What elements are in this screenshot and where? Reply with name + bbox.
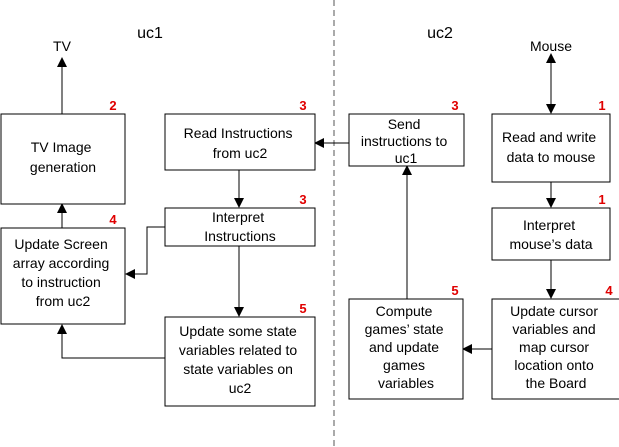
box-interpret-instructions	[164, 207, 316, 247]
tv-label: TV	[53, 38, 72, 54]
section-title-uc1: uc1	[137, 25, 163, 42]
line: from uc2	[36, 293, 91, 309]
text-interpret-instructions: Interpret Instructions	[204, 209, 276, 244]
line: Update cursor	[510, 303, 598, 319]
line: Interpret	[212, 209, 264, 225]
line: Read and write	[502, 129, 596, 145]
num-send-instructions: 3	[451, 98, 458, 113]
num-update-cursor: 4	[605, 283, 613, 298]
num-interpret-instructions: 3	[299, 192, 306, 207]
line: the Board	[526, 375, 587, 391]
line: uc1	[395, 150, 418, 166]
box-update-state	[164, 316, 316, 407]
line: Send	[388, 116, 421, 132]
text-send-instructions: Send instructions to uc1	[361, 116, 451, 166]
line: Instructions	[204, 228, 276, 244]
line: and update	[369, 339, 439, 355]
text-read-write-mouse: Read and write data to mouse	[502, 129, 600, 165]
line: Interpret	[523, 217, 575, 233]
connectors	[57, 53, 556, 359]
box-update-cursor	[491, 298, 619, 400]
line: data to mouse	[507, 149, 596, 165]
line: variables and	[512, 321, 595, 337]
box-interpret-mouse	[491, 207, 611, 261]
box-compute-games	[348, 298, 464, 400]
line: variables related to	[179, 342, 298, 358]
text-compute-games: Compute games’ state and update games va…	[365, 303, 448, 391]
line: Compute	[376, 303, 433, 319]
arrow-interpret-to-updatescreen	[125, 226, 165, 279]
box-labels: TV Image generation Read Instructions fr…	[13, 116, 602, 396]
line: mouse’s data	[509, 236, 592, 252]
line: variables	[378, 375, 434, 391]
num-update-screen: 4	[109, 212, 117, 227]
num-interpret-mouse: 1	[598, 192, 605, 207]
line: TV Image	[31, 139, 92, 155]
line: games’ state	[365, 321, 444, 337]
text-update-cursor: Update cursor variables and map cursor l…	[510, 303, 602, 391]
text-read-instructions: Read Instructions from uc2	[184, 125, 297, 161]
line: Update Screen	[14, 236, 107, 252]
box-send-instructions	[348, 113, 465, 167]
mouse-label: Mouse	[530, 38, 572, 54]
line: games	[383, 357, 425, 373]
box-read-instructions	[164, 113, 316, 171]
num-update-state: 5	[299, 301, 306, 316]
text-update-screen: Update Screen array according to instruc…	[13, 236, 113, 309]
line: uc2	[229, 380, 252, 396]
number-labels: 2 3 3 4 5 3 1 1 4 5	[109, 98, 613, 316]
line: Update some state	[179, 323, 297, 339]
line: location onto	[514, 357, 594, 373]
box-tv-image	[0, 113, 126, 205]
text-update-state: Update some state variables related to s…	[179, 323, 301, 396]
text-tv-image: TV Image generation	[30, 139, 96, 175]
line: instructions to	[361, 133, 448, 149]
boxes	[0, 113, 619, 407]
line: state variables on	[183, 361, 293, 377]
line: map cursor	[519, 339, 589, 355]
line: Read Instructions	[184, 125, 293, 141]
num-read-write-mouse: 1	[598, 98, 605, 113]
line: from uc2	[213, 145, 268, 161]
num-read-instructions: 3	[299, 98, 306, 113]
num-compute-games: 5	[451, 283, 458, 298]
line: generation	[30, 159, 96, 175]
box-read-write-mouse	[491, 113, 611, 183]
num-tv-image: 2	[109, 98, 116, 113]
line: to instruction	[21, 274, 100, 290]
box-update-screen	[0, 227, 126, 325]
arrow-updatestate-to-updatescreen	[57, 324, 165, 359]
text-interpret-mouse: Interpret mouse’s data	[509, 217, 592, 252]
section-title-uc2: uc2	[427, 25, 453, 42]
line: array according	[13, 255, 110, 271]
